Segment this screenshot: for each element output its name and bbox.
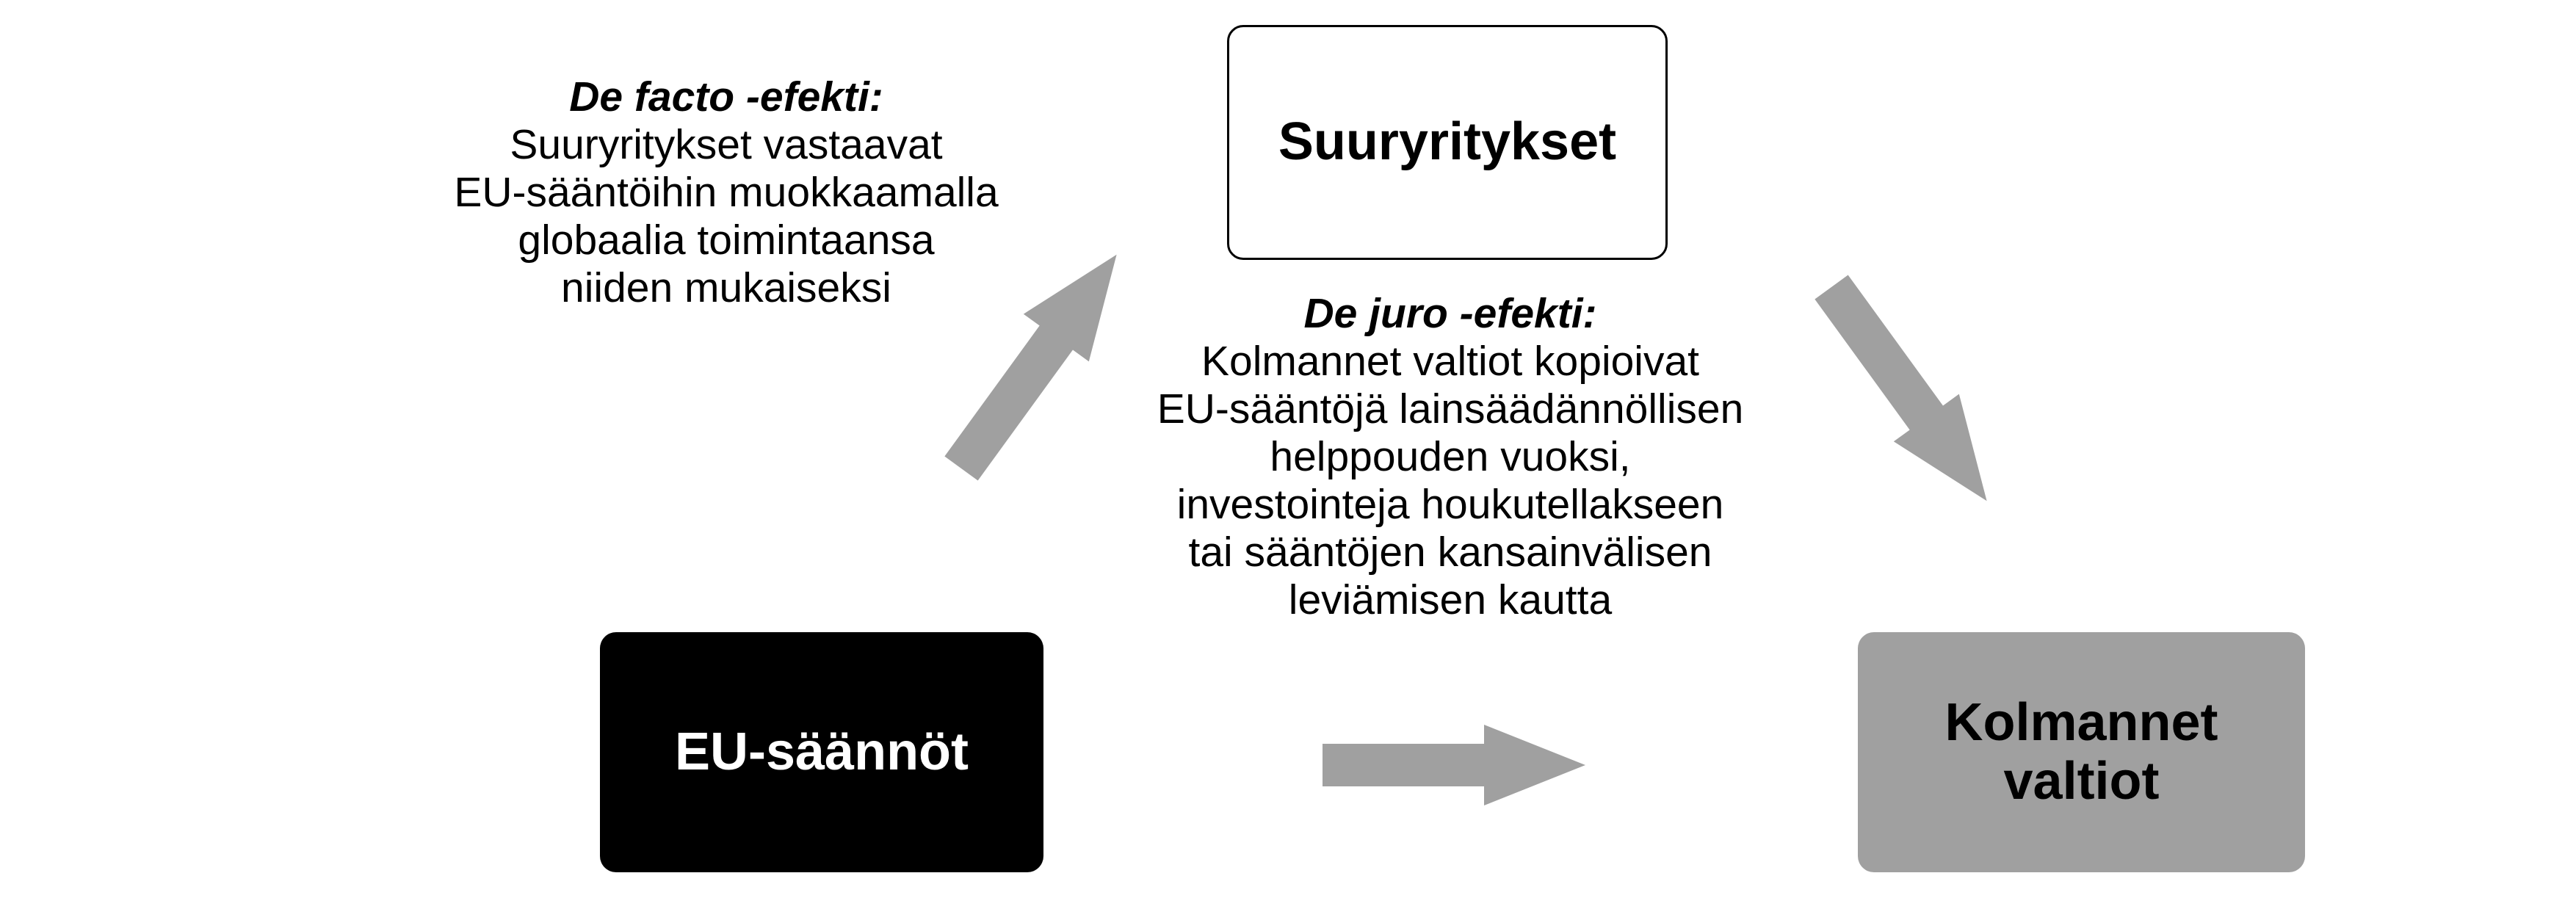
de-jure-heading: De juro -efekti: <box>1303 290 1597 337</box>
node-companies-label: Suuryritykset <box>1278 112 1617 172</box>
de-jure-line: Kolmannet valtiot kopioivat <box>1201 338 1700 385</box>
de-facto-annotation: De facto -efekti: Suuryritykset vastaava… <box>454 73 998 312</box>
node-eu-rules-label: EU-säännöt <box>674 722 969 781</box>
de-facto-line: EU-sääntöihin muokkaamalla <box>454 169 999 216</box>
arrow-eu-to-companies <box>944 254 1117 481</box>
de-jure-line: EU-sääntöjä lainsäädännöllisen <box>1157 385 1744 432</box>
arrow-eu-to-third-countries <box>1323 725 1585 805</box>
de-jure-line: investointeja houkutellakseen <box>1176 481 1724 528</box>
node-third-countries-label-2: valtiot <box>2003 751 2160 811</box>
de-jure-line: leviämisen kautta <box>1288 576 1613 623</box>
node-companies: Suuryritykset <box>1227 25 1668 260</box>
de-facto-line: Suuryritykset vastaavat <box>510 121 943 168</box>
de-facto-heading: De facto -efekti: <box>569 73 883 120</box>
node-eu-rules: EU-säännöt <box>600 632 1043 872</box>
de-jure-annotation: De juro -efekti: Kolmannet valtiot kopio… <box>1157 290 1744 624</box>
de-facto-line: niiden mukaiseksi <box>561 264 891 311</box>
de-jure-line: helppouden vuoksi, <box>1270 433 1631 480</box>
node-third-countries-label-1: Kolmannet <box>1944 693 2218 753</box>
de-facto-line: globaalia toimintaansa <box>518 217 935 264</box>
de-jure-line: tai sääntöjen kansainvälisen <box>1188 529 1712 576</box>
arrow-companies-to-third-countries <box>1815 275 1987 501</box>
